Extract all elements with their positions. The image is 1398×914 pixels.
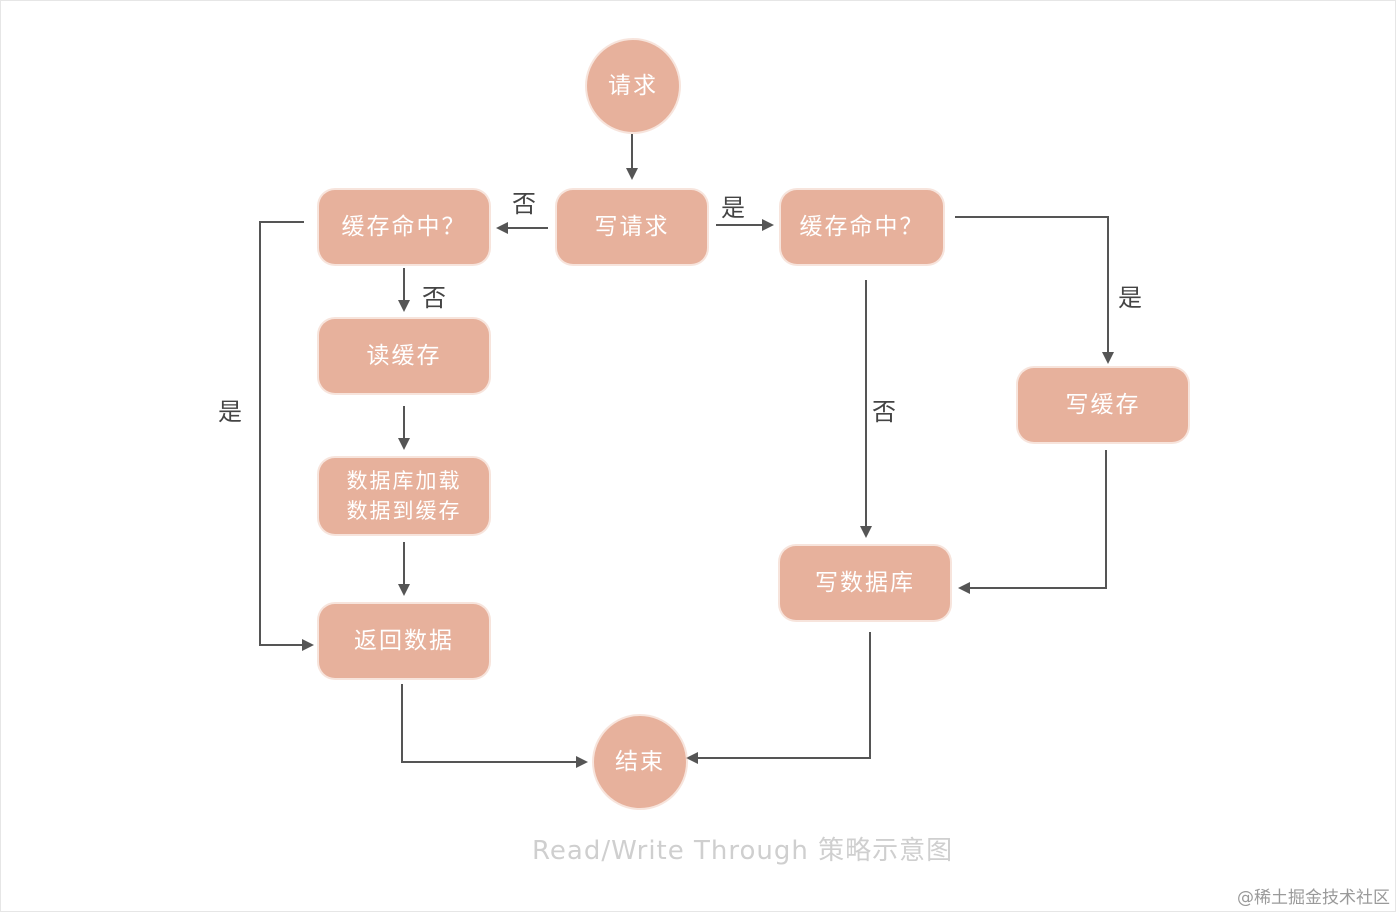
write-cache-node: 写缓存 — [1018, 368, 1188, 442]
edge-return-to-end — [401, 684, 588, 768]
end-node-label: 结束 — [615, 749, 665, 775]
edge-write-db-to-end — [686, 632, 871, 764]
edge-label-write-to-left: 否 — [512, 190, 536, 218]
cache-hit-left-label: 缓存命中？ — [341, 214, 467, 240]
edge-label-right-hit: 是 — [1118, 284, 1142, 312]
write-db-label: 写数据库 — [815, 570, 915, 596]
edge-label-left-hit: 是 — [218, 398, 242, 426]
edge-label-left-miss: 否 — [422, 284, 446, 312]
edge-right-check-to-write-cache — [955, 216, 1114, 364]
db-load-node: 数据库加载 数据到缓存 — [319, 458, 489, 534]
watermark: @稀土掘金技术社区 — [1237, 888, 1390, 908]
cache-hit-right-node: 缓存命中？ — [781, 190, 943, 264]
edge-write-cache-to-write-db — [958, 450, 1107, 594]
cache-hit-left-node: 缓存命中？ — [319, 190, 489, 264]
edge-left-hit-to-return — [259, 221, 314, 651]
write-cache-label: 写缓存 — [1065, 392, 1141, 418]
end-node: 结束 — [594, 716, 686, 808]
read-cache-label: 读缓存 — [366, 343, 442, 369]
diagram-caption: Read/Write Through 策略示意图 — [532, 836, 954, 866]
start-node: 请求 — [587, 40, 679, 132]
write-db-node: 写数据库 — [780, 546, 950, 620]
write-request-label: 写请求 — [594, 214, 670, 240]
write-request-node: 写请求 — [557, 190, 707, 264]
edge-label-right-miss: 否 — [872, 398, 896, 426]
db-load-label: 数据库加载 数据到缓存 — [346, 469, 462, 523]
read-cache-node: 读缓存 — [319, 319, 489, 393]
cache-hit-right-label: 缓存命中？ — [799, 214, 925, 240]
return-data-label: 返回数据 — [354, 628, 454, 654]
edge-label-write-to-right: 是 — [721, 194, 745, 222]
return-data-node: 返回数据 — [319, 604, 489, 678]
start-node-label: 请求 — [608, 73, 658, 99]
